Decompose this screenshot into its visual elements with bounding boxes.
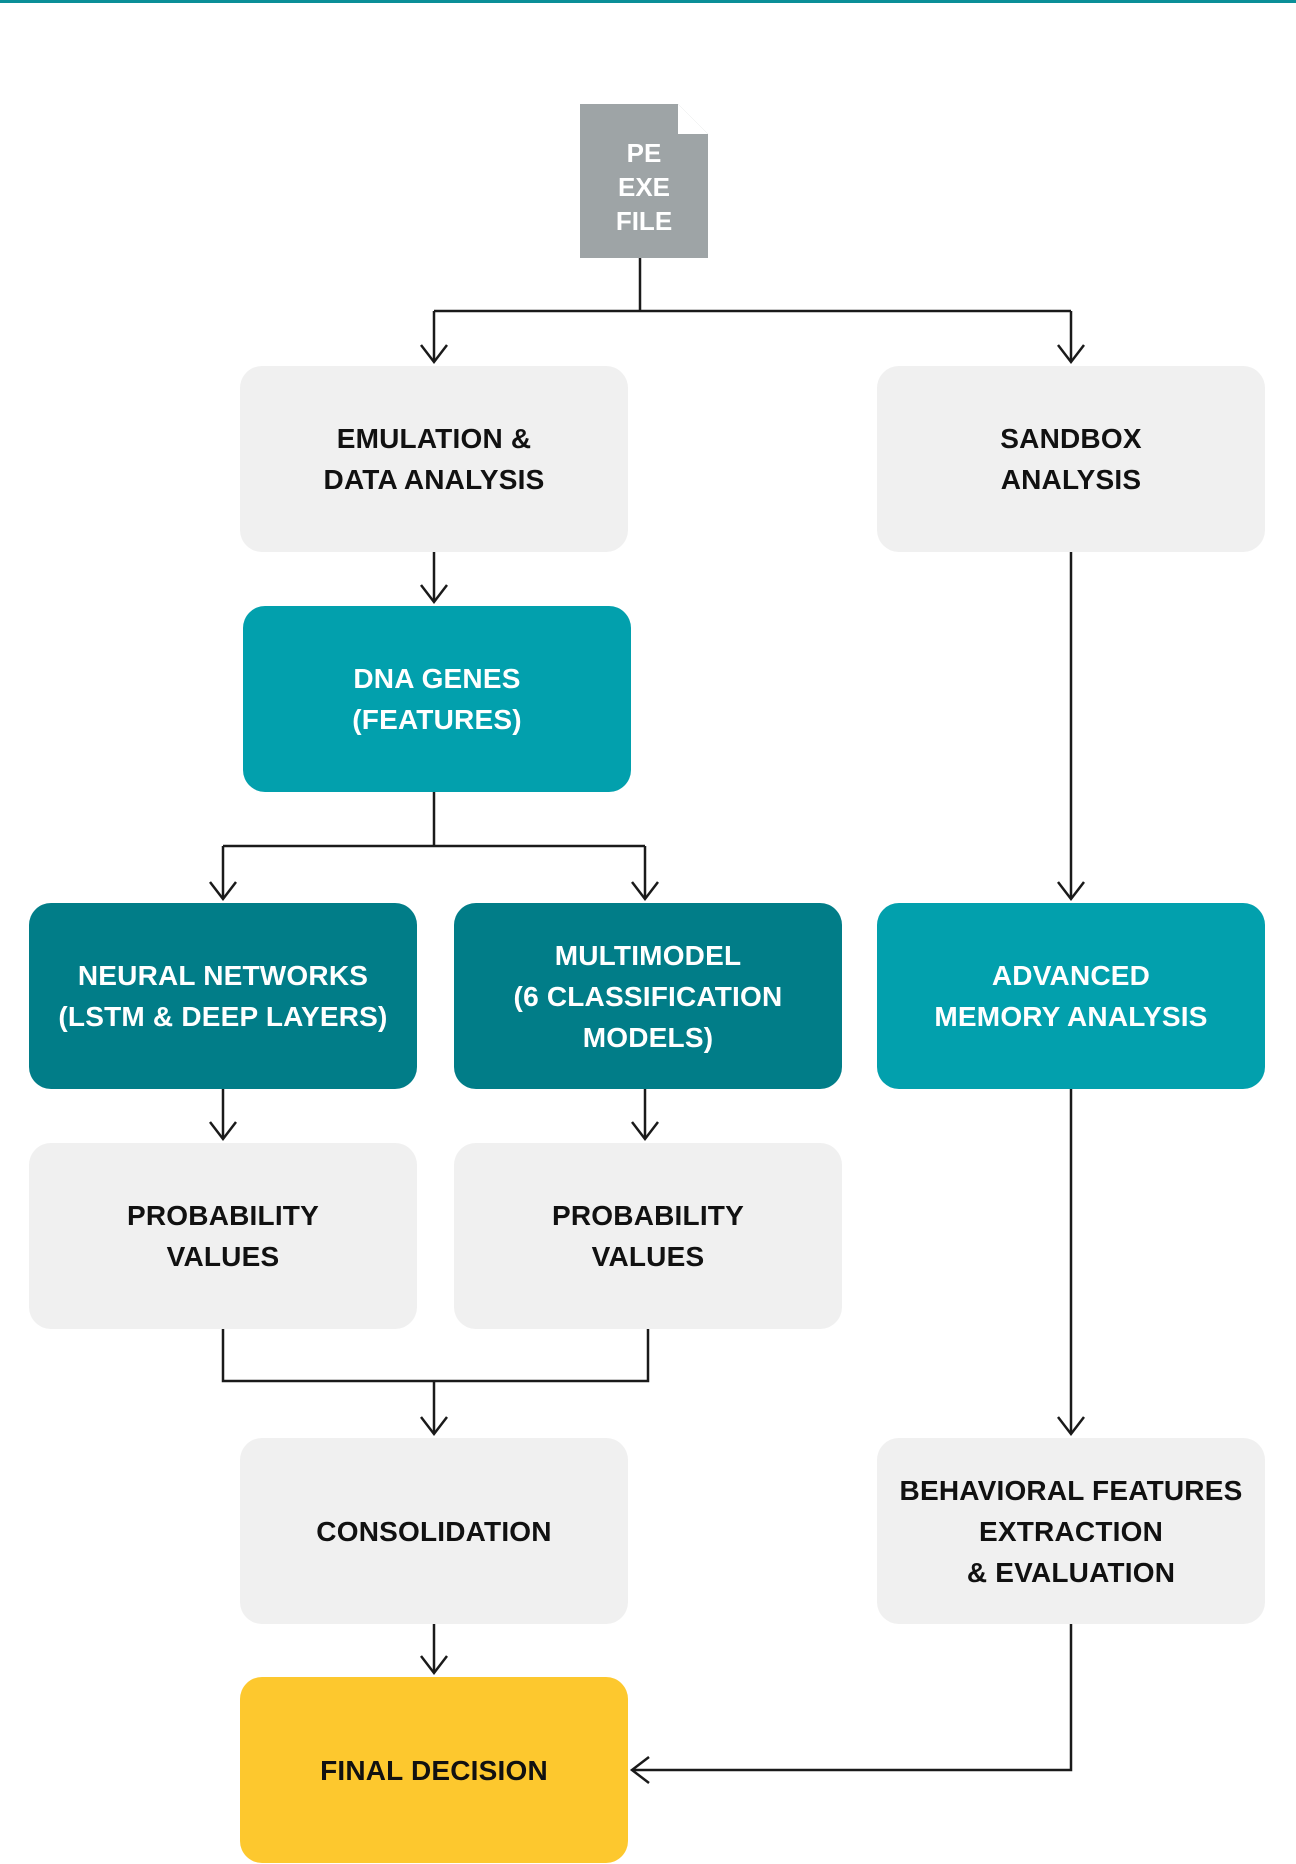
pe-exe-file-label: PE EXE FILE (580, 136, 708, 238)
consolidation-node: CONSOLIDATION (240, 1438, 628, 1624)
node-label-line: ANALYSIS (1000, 464, 1142, 495)
node-label-line: VALUES (591, 1241, 705, 1272)
node-label-line: EMULATION & (336, 423, 532, 454)
node-label-line: MODELS) (582, 1021, 714, 1053)
node-label-line: (FEATURES) (352, 704, 522, 735)
arrow-head (420, 344, 448, 365)
node-label-line: & EVALUATION (966, 1556, 1176, 1588)
node-label-line: DNA GENES (353, 663, 521, 694)
emulation-data-analysis-node: EMULATION & DATA ANALYSIS (240, 366, 628, 552)
probability-values-left-node: PROBABILITY VALUES (29, 1143, 417, 1329)
node-label-line: EXTRACTION (979, 1515, 1163, 1547)
final-decision-node: FINAL DECISION (240, 1677, 628, 1863)
pe-exe-file-icon (580, 104, 708, 258)
node-label-line: (6 CLASSIFICATION (513, 980, 783, 1012)
advanced-memory-analysis-node: ADVANCED MEMORY ANALYSIS (877, 903, 1265, 1089)
arrow-head (631, 1121, 659, 1142)
arrow-head (1057, 881, 1085, 902)
node-label-line: FINAL DECISION (320, 1754, 548, 1786)
probability-values-right-node: PROBABILITY VALUES (454, 1143, 842, 1329)
multimodel-node: MULTIMODEL (6 CLASSIFICATION MODELS) (454, 903, 842, 1089)
node-label-line: VALUES (166, 1241, 280, 1272)
node-label-line: NEURAL NETWORKS (77, 960, 369, 991)
arrow-head (420, 1416, 448, 1437)
arrow-head (420, 584, 448, 605)
behavioral-features-node: BEHAVIORAL FEATURES EXTRACTION & EVALUAT… (877, 1438, 1265, 1624)
top-rule (0, 0, 1296, 3)
node-label-line: SANDBOX (1000, 423, 1142, 454)
connector-line (632, 1624, 1073, 1772)
arrow-head (629, 1756, 650, 1784)
document-shape (580, 104, 708, 258)
arrow-head (631, 881, 659, 902)
file-label-line: FILE (615, 206, 673, 236)
node-label-line: (LSTM & DEEP LAYERS) (58, 1001, 388, 1032)
node-label-line: MULTIMODEL (554, 939, 742, 971)
node-label-line: PROBABILITY (127, 1200, 319, 1231)
neural-networks-node: NEURAL NETWORKS (LSTM & DEEP LAYERS) (29, 903, 417, 1089)
arrow-head (209, 1121, 237, 1142)
file-label-line: PE (626, 138, 662, 168)
document-fold (678, 104, 708, 134)
arrow-head (420, 1655, 448, 1676)
dna-genes-node: DNA GENES (FEATURES) (243, 606, 631, 792)
node-label-line: BEHAVIORAL FEATURES (899, 1474, 1243, 1506)
node-label-line: DATA ANALYSIS (323, 464, 545, 495)
sandbox-analysis-node: SANDBOX ANALYSIS (877, 366, 1265, 552)
node-label-line: PROBABILITY (552, 1200, 744, 1231)
arrow-head (209, 881, 237, 902)
file-label-line: EXE (617, 172, 671, 202)
node-label-line: MEMORY ANALYSIS (934, 1001, 1208, 1032)
arrow-head (1057, 344, 1085, 365)
connector-line (221, 1329, 650, 1383)
node-label-line: CONSOLIDATION (316, 1515, 552, 1547)
node-label-line: ADVANCED (991, 960, 1151, 991)
arrow-head (1057, 1416, 1085, 1437)
